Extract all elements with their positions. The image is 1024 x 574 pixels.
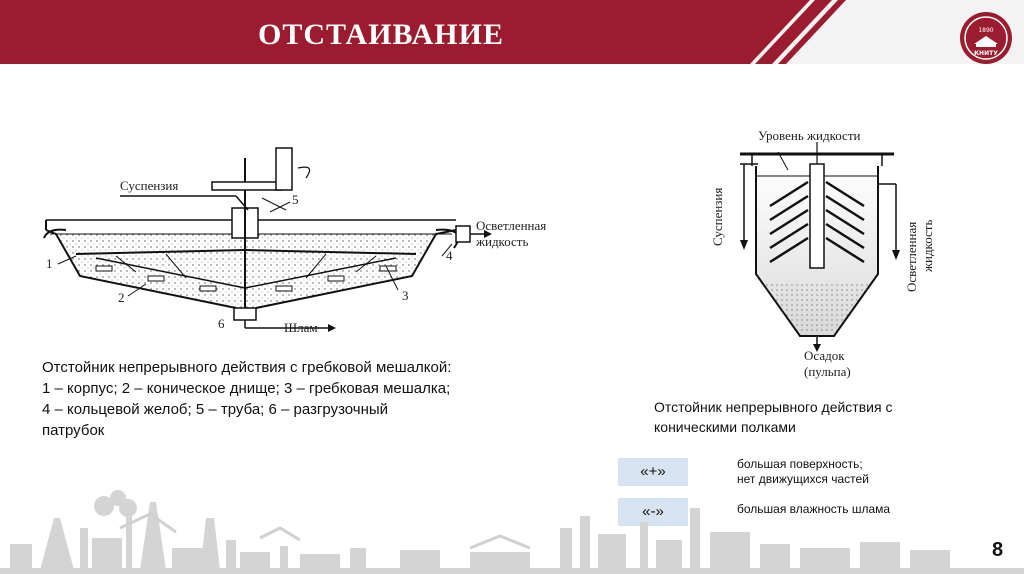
logo-year: 1890: [978, 27, 993, 34]
label-clarified-vertical-1: Осветленная: [904, 222, 919, 292]
right-caption-line: коническими полками: [654, 419, 796, 435]
minus-note: большая влажность шлама: [737, 502, 890, 517]
label-clarified-1: Осветленная: [476, 218, 546, 233]
left-caption: Отстойник непрерывного действия с гребко…: [42, 357, 542, 441]
conical-shelf-thickener-diagram: Уровень жидкости Суспензия Осветленная ж…: [710, 128, 935, 379]
slide-title: ОТСТАИВАНИЕ: [258, 18, 504, 51]
label-clarified-vertical-2: жидкость: [920, 220, 935, 273]
industrial-skyline-decoration: [0, 490, 1024, 574]
label-num-6: 6: [218, 316, 225, 331]
label-suspension: Суспензия: [120, 178, 178, 193]
label-num-4: 4: [446, 248, 453, 263]
university-logo: 1890 КНИТУ: [960, 12, 1012, 64]
label-num-2: 2: [118, 290, 125, 305]
left-caption-line: 1 – корпус; 2 – коническое днище; 3 – гр…: [42, 380, 451, 397]
left-caption-line: Отстойник непрерывного действия с гребко…: [42, 359, 452, 376]
label-sludge: Шлам: [284, 320, 318, 335]
left-caption-line: 4 – кольцевой желоб; 5 – труба; 6 – разг…: [42, 401, 389, 418]
header-band: [0, 0, 1024, 64]
label-suspension-vertical: Суспензия: [710, 188, 725, 246]
plus-tag: «+»: [618, 458, 688, 486]
label-num-1: 1: [46, 256, 53, 271]
minus-tag: «-»: [618, 498, 688, 526]
page-number: 8: [992, 539, 1004, 561]
label-num-3: 3: [402, 288, 409, 303]
minus-note-line: большая влажность шлама: [737, 502, 891, 516]
logo-text: КНИТУ: [974, 50, 998, 57]
right-caption: Отстойник непрерывного действия с кониче…: [654, 397, 984, 437]
plus-note-line: большая поверхность;: [737, 457, 863, 471]
rake-thickener-diagram: Суспензия Осветленная жидкость Шлам 1 2 …: [43, 147, 546, 335]
label-num-5: 5: [292, 192, 299, 207]
right-caption-line: Отстойник непрерывного действия с: [654, 399, 893, 415]
left-caption-line: патрубок: [42, 422, 105, 439]
label-liquid-level: Уровень жидкости: [758, 128, 861, 143]
label-pulp: (пульпа): [804, 364, 851, 379]
plus-note-line: нет движущихся частей: [737, 472, 869, 486]
plus-note: большая поверхность; нет движущихся част…: [737, 457, 869, 487]
label-clarified-2: жидкость: [475, 234, 528, 249]
label-sediment: Осадок: [804, 348, 845, 363]
